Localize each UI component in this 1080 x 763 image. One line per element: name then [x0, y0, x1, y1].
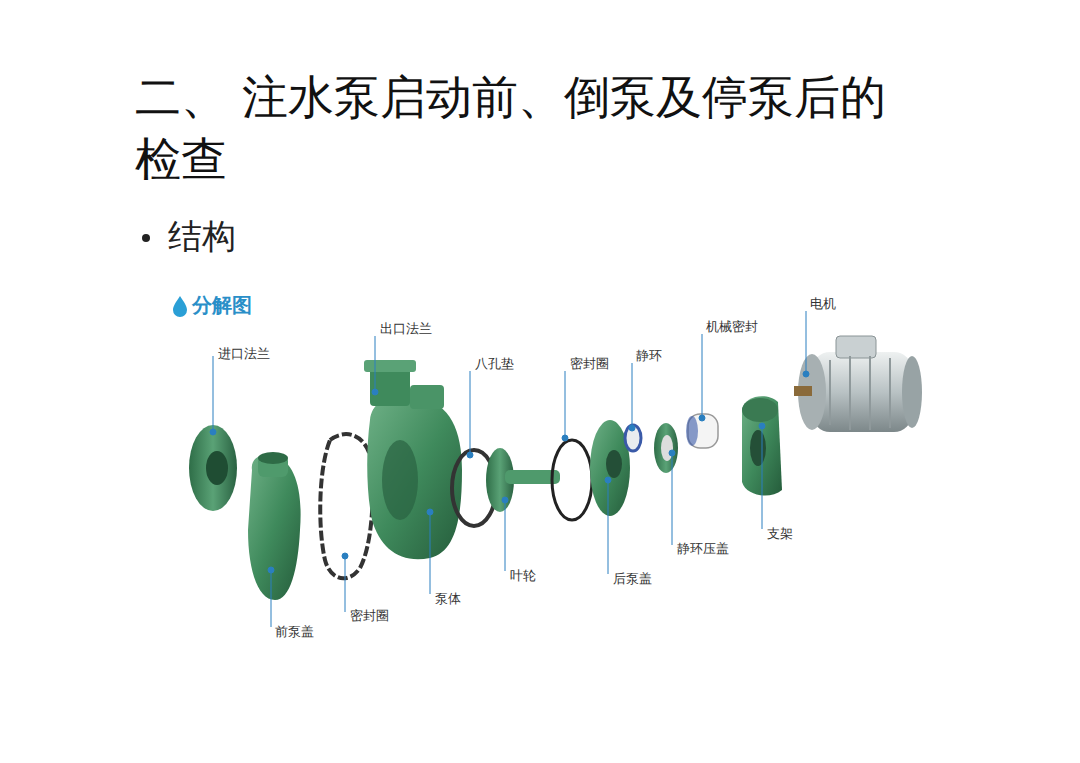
motor	[794, 336, 922, 432]
impeller	[486, 448, 560, 512]
inlet-flange	[189, 425, 237, 511]
ring-gland	[654, 423, 678, 473]
part-label: 密封圈	[570, 356, 609, 372]
section-label: 分解图	[192, 293, 252, 317]
part-label: 静环压盖	[677, 541, 729, 557]
part-label: 泵体	[435, 591, 461, 607]
part-label: 出口法兰	[380, 321, 432, 337]
part-label: 支架	[767, 526, 793, 542]
part-label: 静环	[636, 348, 662, 364]
front-cover	[248, 452, 301, 600]
part-label: 前泵盖	[275, 624, 314, 640]
part-label: 叶轮	[510, 568, 536, 584]
o-ring	[552, 440, 592, 520]
stationary-ring	[625, 425, 641, 451]
part-label: 进口法兰	[218, 346, 270, 362]
part-label: 八孔垫	[475, 356, 514, 372]
bullet-dot	[142, 234, 150, 242]
part-label: 密封圈	[350, 608, 389, 624]
part-label: 后泵盖	[613, 571, 652, 587]
bullet-text: 结构	[168, 216, 236, 257]
gasket	[320, 434, 372, 578]
drop-icon	[173, 296, 187, 317]
mechanical-seal	[686, 414, 718, 448]
pump-body	[364, 360, 462, 559]
part-label: 电机	[810, 296, 836, 312]
part-label: 机械密封	[706, 319, 758, 335]
slide-title: 二、 注水泵启动前、倒泵及停泵后的检查	[135, 66, 905, 190]
leader-lines	[210, 311, 809, 627]
